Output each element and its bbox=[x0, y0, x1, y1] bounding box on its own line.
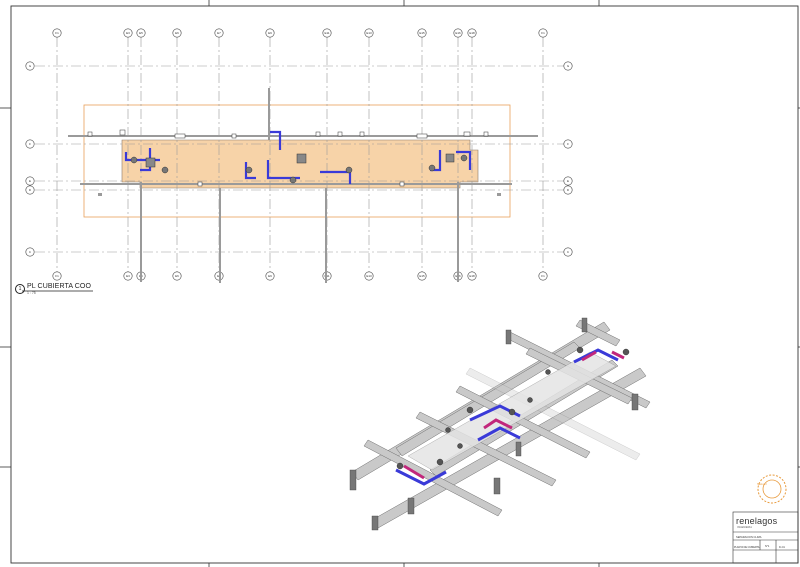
view-number-bubble: 1 bbox=[15, 284, 25, 294]
grid-bubble-bottom bbox=[417, 271, 427, 281]
grid-bubble-left-label: E bbox=[29, 179, 31, 183]
company-logo: renelagos bbox=[736, 516, 778, 526]
grid-bubble-top-label: E9 bbox=[268, 31, 272, 35]
engineer-stamp bbox=[757, 474, 787, 504]
isometric-3d-view[interactable] bbox=[349, 317, 651, 531]
plan-equipment bbox=[130, 153, 468, 184]
grid-bubble-top bbox=[172, 28, 182, 38]
grid-bubble-bottom-label: E9 bbox=[268, 274, 272, 278]
grid-bubble-top-label: E16 bbox=[455, 31, 461, 35]
hvac-unit bbox=[145, 157, 156, 168]
grid-bubble-top bbox=[265, 28, 275, 38]
grid-bubble-bottom-label: F1 bbox=[55, 274, 59, 278]
grid-bubble-right-label: E bbox=[567, 179, 569, 183]
fan-unit bbox=[130, 156, 138, 164]
grid-bubble-top-label: E13 bbox=[366, 31, 372, 35]
fan-unit bbox=[345, 166, 353, 174]
grid-bubble-bottom-label: E15 bbox=[419, 274, 425, 278]
grid-bubble-right-label: D bbox=[567, 188, 570, 192]
iso-equipment bbox=[396, 346, 630, 470]
plan-small-symbols bbox=[87, 129, 489, 187]
grid-bubble-top-label: F1 bbox=[541, 31, 545, 35]
plan-crop-region bbox=[83, 104, 511, 218]
fan-unit bbox=[460, 154, 468, 162]
grid-bubble-bottom bbox=[123, 271, 133, 281]
grid-bubble-bottom-label: F1 bbox=[541, 274, 545, 278]
grid-bubble-right bbox=[563, 176, 573, 186]
grid-bubble-left bbox=[25, 139, 35, 149]
grid-bubble-bottom bbox=[538, 271, 548, 281]
sheet-number: N°1 bbox=[765, 545, 770, 548]
grid-bubble-top bbox=[322, 28, 332, 38]
grid-bubble-right bbox=[563, 185, 573, 195]
iso-columns bbox=[349, 317, 639, 531]
grid-bubble-left-label: D bbox=[29, 188, 32, 192]
grid-bubble-bottom-label: E13 bbox=[366, 274, 372, 278]
grid-bubble-top-label: E18 bbox=[469, 31, 475, 35]
grid-bubble-top-label: E5 bbox=[139, 31, 143, 35]
grid-bubble-bottom bbox=[467, 271, 477, 281]
grid-bubble-left-label: F bbox=[29, 142, 31, 146]
roof-slab bbox=[121, 139, 479, 189]
hvac-unit bbox=[445, 153, 455, 163]
sheet-border bbox=[10, 5, 799, 564]
grid-bubble-top-label: E7 bbox=[217, 31, 221, 35]
grid-bubble-bottom bbox=[52, 271, 62, 281]
title-block bbox=[732, 511, 799, 564]
company-subtitle: INGENIERIA bbox=[737, 526, 752, 529]
drawing-code: IC-01 bbox=[779, 546, 785, 549]
grid-bubble-top bbox=[467, 28, 477, 38]
grid-bubble-left-label: C bbox=[29, 250, 32, 254]
grid-bubble-top-label: E6 bbox=[175, 31, 179, 35]
grid-bubble-right bbox=[563, 139, 573, 149]
grid-bubble-top bbox=[453, 28, 463, 38]
grid-bubble-left bbox=[25, 247, 35, 257]
grid-bubble-top-label: E15 bbox=[419, 31, 425, 35]
fan-unit bbox=[428, 164, 436, 172]
grid-bubble-top bbox=[123, 28, 133, 38]
stamp-label: SELLO bbox=[757, 482, 767, 486]
grid-bubble-bottom-label: E11 bbox=[324, 274, 329, 278]
grid-bubble-top-label: E3 bbox=[126, 31, 130, 35]
grid-bubble-top bbox=[52, 28, 62, 38]
grid-bubble-bottom bbox=[364, 271, 374, 281]
grid-bubble-left bbox=[25, 185, 35, 195]
grid-bubble-top bbox=[364, 28, 374, 38]
iso-ducts-magenta bbox=[403, 350, 625, 480]
grid-bubble-right bbox=[563, 247, 573, 257]
roof-plan-view[interactable]: F1F1E3E3E5E5E6E6E7E7E9E9E11E11E13E13E15E… bbox=[25, 28, 573, 283]
grid-bubble-top bbox=[214, 28, 224, 38]
grid-bubble-left bbox=[25, 176, 35, 186]
plan-ducts bbox=[124, 130, 472, 184]
grid-bubble-top-label: E11 bbox=[324, 31, 329, 35]
drawing-title: PLANTA DE CUBIERTA bbox=[734, 546, 760, 549]
grid-bubbles: F1F1E3E3E5E5E6E6E7E7E9E9E11E11E13E13E15E… bbox=[25, 28, 573, 281]
plan-beams bbox=[68, 88, 538, 283]
grid-bubble-bottom-label: E18 bbox=[469, 274, 475, 278]
grid-bubble-right-label: C bbox=[567, 250, 570, 254]
fan-unit bbox=[245, 166, 253, 174]
grid-bubble-top bbox=[417, 28, 427, 38]
grid-bubble-top bbox=[136, 28, 146, 38]
grid-bubble-bottom bbox=[265, 271, 275, 281]
grid-bubble-left bbox=[25, 61, 35, 71]
grid-lines bbox=[35, 37, 565, 272]
hvac-unit bbox=[296, 153, 307, 164]
sheet-title: SEPARACION CLIMA bbox=[736, 536, 762, 539]
grid-bubble-right bbox=[563, 61, 573, 71]
grid-bubble-top-label: F1 bbox=[55, 31, 59, 35]
grid-bubble-right-label: G bbox=[567, 64, 570, 68]
view-scale: 1 : 75 bbox=[27, 291, 36, 295]
grid-bubble-bottom bbox=[172, 271, 182, 281]
grid-bubble-top bbox=[538, 28, 548, 38]
grid-bubble-left-label: G bbox=[29, 64, 32, 68]
view-title[interactable]: PL CUBIERTA COO bbox=[27, 283, 91, 290]
grid-bubble-bottom-label: E6 bbox=[175, 274, 179, 278]
grid-bubble-bottom-label: E3 bbox=[126, 274, 130, 278]
grid-bubble-right-label: F bbox=[567, 142, 569, 146]
fan-unit bbox=[289, 176, 297, 184]
fan-unit bbox=[161, 166, 169, 174]
